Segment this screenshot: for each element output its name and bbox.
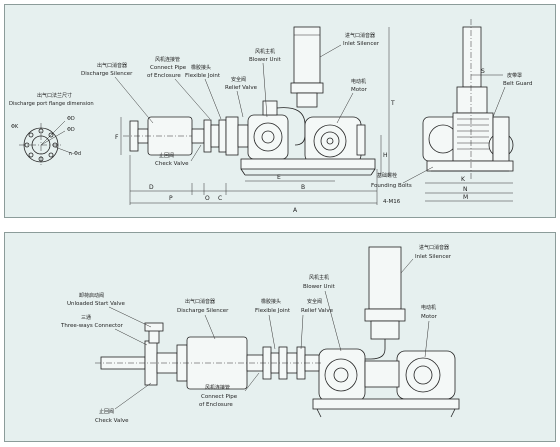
inlet-silencer (290, 26, 324, 108)
flexible-joint-label: Flexible Joint (185, 73, 221, 79)
dim-phi-d1: ΦD (67, 116, 75, 122)
motor (364, 350, 456, 400)
dim-d: D (149, 184, 154, 191)
dim-phi-k: ΦK (11, 124, 19, 130)
discharge-pipeline (95, 322, 321, 390)
inlet-silencer-label-cn: 进气口消音器 (345, 32, 375, 39)
dim-n-holes: n-Φd (69, 151, 81, 157)
dim-c: C (218, 195, 222, 202)
motor-label-cn: 电动机 (421, 304, 436, 311)
connect-pipe-label: Connect Pipe (201, 394, 238, 400)
check-valve-label: Check Valve (155, 161, 189, 167)
discharge-pipeline (123, 116, 255, 156)
relief-valve-label: Relief Valve (225, 85, 258, 91)
dim-b: B (301, 184, 305, 191)
discharge-silencer-label: Discharge Silencer (177, 308, 229, 314)
inlet-silencer-label: Inlet Silencer (415, 254, 452, 260)
discharge-silencer-label: Discharge Silencer (81, 71, 133, 77)
dim-o: O (205, 195, 210, 202)
blower-unit-label: Blower Unit (249, 57, 282, 63)
discharge-flange-view (19, 120, 72, 167)
discharge-silencer-label-cn: 出气口消音器 (97, 62, 127, 69)
connect-pipe-label-cn: 风机连接管 (155, 56, 180, 63)
flange-label: Discharge port flange dimension (9, 101, 94, 107)
belt-guard-label-cn: 皮带罩 (507, 72, 522, 79)
dimension-lines (120, 27, 513, 205)
motor-label: Motor (421, 314, 438, 320)
flange-label-cn: 出气口法兰尺寸 (37, 92, 72, 99)
connect-pipe-label-2: of Enclosure (199, 402, 233, 408)
flexible-joint-label-cn: 橡胶接头 (191, 64, 211, 71)
blower-unit (318, 348, 366, 402)
threeway-label-cn: 三通 (81, 314, 91, 321)
relief-valve-label: Relief Valve (301, 308, 334, 314)
bolt-spec-label: 4-M16 (383, 199, 401, 205)
discharge-silencer-label-cn: 出气口消音器 (185, 298, 215, 305)
belt-guard-label: Belt Guard (503, 81, 532, 87)
flexible-joint-label-cn: 橡胶接头 (261, 298, 281, 305)
flexible-joint-label: Flexible Joint (255, 308, 291, 314)
side-view (422, 19, 514, 181)
dim-m: M (463, 194, 468, 201)
blower-unit (247, 100, 306, 160)
connect-pipe-label: Connect Pipe (150, 65, 187, 71)
unload-valve-label-cn: 卸荷启动阀 (79, 292, 104, 299)
dim-f: F (115, 134, 119, 141)
base-frame (240, 158, 376, 176)
bottom-drawing-panel: 进气口消音器 Inlet Silencer 风机主机 Blower Unit 电… (4, 232, 556, 442)
threeway-label: Three-ways Connector (60, 323, 124, 329)
founding-bolts-label: Founding Bolts (371, 183, 412, 189)
connect-pipe-label-cn: 风机连接管 (205, 384, 230, 391)
base-frame (312, 398, 460, 418)
blower-unit-label: Blower Unit (303, 284, 336, 290)
dim-p: P (169, 195, 173, 202)
motor (304, 116, 366, 164)
inlet-silencer (355, 246, 406, 360)
connect-pipe-label-2: of Enclosure (147, 73, 181, 79)
check-valve-label-cn: 止回阀 (159, 152, 174, 159)
motor-label-cn: 电动机 (351, 78, 366, 85)
founding-bolts-label-cn: 基础螺栓 (377, 172, 397, 179)
unload-valve-label: Unloaded Start Valve (67, 301, 126, 307)
blower-unit-label-cn: 风机主机 (309, 274, 329, 281)
dim-s: S (481, 68, 485, 75)
relief-valve-label-cn: 安全阀 (231, 76, 246, 83)
dim-k: K (461, 176, 466, 183)
dim-h: H (383, 152, 388, 159)
check-valve-label: Check Valve (95, 418, 129, 424)
dim-a: A (293, 207, 298, 214)
top-drawing-panel: 出气口法兰尺寸 Discharge port flange dimension … (4, 4, 556, 218)
inlet-silencer-label-cn: 进气口消音器 (419, 244, 449, 251)
motor-label: Motor (351, 87, 368, 93)
dim-t: T (390, 100, 395, 107)
bottom-drawing: 进气口消音器 Inlet Silencer 风机主机 Blower Unit 电… (60, 244, 460, 424)
top-drawing: 出气口法兰尺寸 Discharge port flange dimension … (9, 19, 532, 214)
relief-valve-label-cn: 安全阀 (307, 298, 322, 305)
inlet-silencer-label: Inlet Silencer (343, 41, 380, 47)
dim-e: E (277, 174, 281, 181)
dim-n: N (463, 186, 468, 193)
dim-phi-d2: ΦD (67, 127, 75, 133)
check-valve-label-cn: 止回阀 (99, 408, 114, 415)
blower-unit-label-cn: 风机主机 (255, 48, 275, 55)
